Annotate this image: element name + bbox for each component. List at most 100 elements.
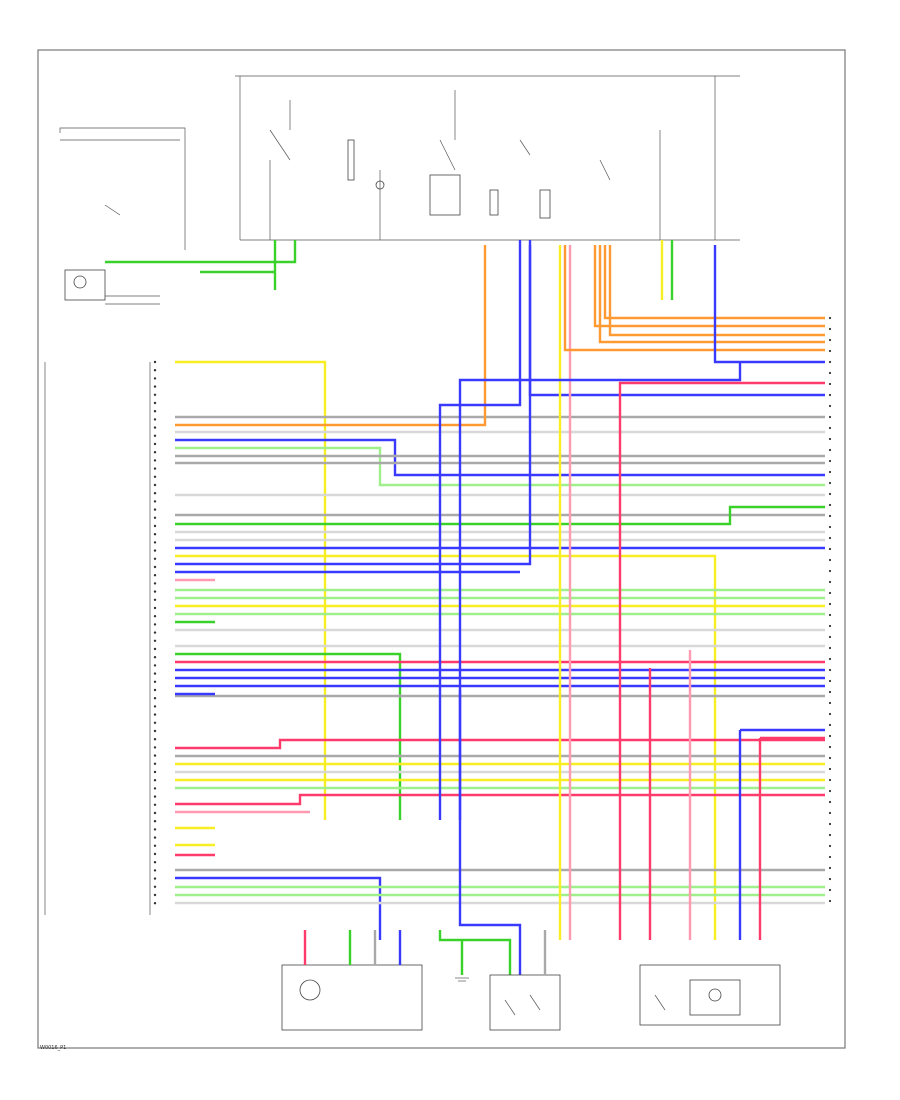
connector-pin-icon bbox=[153, 369, 157, 372]
connector-pin-icon bbox=[153, 844, 157, 847]
switch-icon bbox=[599, 159, 611, 181]
connector-pin-icon bbox=[828, 833, 832, 837]
connector-pin-icon bbox=[153, 426, 157, 429]
wire-orange bbox=[175, 245, 487, 427]
connector-pin-icon bbox=[828, 404, 832, 408]
connector-pin-icon bbox=[153, 836, 157, 839]
connector-pin-icon bbox=[153, 631, 157, 634]
connector-pin-icon bbox=[153, 664, 157, 667]
gauge-icon bbox=[299, 979, 321, 1001]
relay-coil-icon bbox=[539, 189, 551, 219]
connector-pin-icon bbox=[828, 844, 832, 848]
switch-icon bbox=[439, 139, 456, 171]
connector-pin-icon bbox=[828, 602, 832, 606]
connector-pin-icon bbox=[828, 514, 832, 518]
connector-pin-icon bbox=[153, 803, 157, 806]
bottom-switch-module bbox=[489, 930, 561, 1031]
connector-pin-icon bbox=[828, 811, 832, 815]
connector-pin-icon bbox=[153, 787, 157, 790]
switch-icon bbox=[529, 994, 541, 1011]
connector-pin-icon bbox=[153, 877, 157, 880]
connector-pin-icon bbox=[153, 467, 157, 470]
connector-pin-icon bbox=[153, 475, 157, 478]
connector-pin-icon bbox=[828, 371, 832, 375]
connector-pin-icon bbox=[828, 327, 832, 331]
connector-pin-icon bbox=[828, 525, 832, 529]
connector-pin-icon bbox=[153, 828, 157, 831]
diode-icon bbox=[375, 180, 385, 190]
connector-pin-icon bbox=[153, 688, 157, 692]
wire-green-top bbox=[105, 240, 297, 264]
connector-pin-icon bbox=[153, 729, 157, 733]
connector-pin-icon bbox=[153, 606, 157, 610]
connector-pin-icon bbox=[828, 459, 832, 463]
connector-pin-icon bbox=[828, 481, 832, 485]
connector-pin-icon bbox=[153, 508, 157, 511]
connector-pin-icon bbox=[828, 580, 832, 584]
connector-pin-icon bbox=[153, 385, 157, 388]
sensor-icon bbox=[708, 988, 722, 1002]
ground-icon bbox=[455, 977, 469, 982]
relay-coil-icon bbox=[347, 139, 355, 181]
connector-pin-icon bbox=[153, 779, 157, 782]
connector-pin-icon bbox=[828, 503, 832, 507]
connector-pin-icon bbox=[828, 734, 832, 738]
connector-pin-icon bbox=[153, 885, 157, 888]
connector-pin-icon bbox=[153, 582, 157, 585]
upper-left-sensor bbox=[59, 127, 186, 301]
connector-pin-icon bbox=[153, 738, 157, 741]
connector-pin-icon bbox=[828, 338, 832, 342]
connector-pin-icon bbox=[153, 852, 157, 856]
connector-pin-icon bbox=[828, 855, 832, 859]
connector-pin-icon bbox=[153, 565, 157, 569]
connector-pin-icon bbox=[153, 754, 157, 757]
connector-pin-icon bbox=[828, 778, 832, 782]
connector-pin-icon bbox=[828, 393, 832, 397]
connector-pin-icon bbox=[153, 893, 157, 897]
ecm-pins bbox=[153, 360, 157, 905]
sensor-icon bbox=[73, 275, 87, 289]
connector-pin-icon bbox=[153, 492, 157, 495]
connector-pin-icon bbox=[153, 623, 157, 626]
connector-pin-icon bbox=[153, 401, 157, 405]
relay-coil-icon bbox=[489, 189, 499, 216]
connector-pin-icon bbox=[153, 533, 157, 536]
switch-icon bbox=[654, 994, 666, 1011]
connector-pin-icon bbox=[153, 647, 157, 651]
switch-icon bbox=[269, 129, 291, 161]
connector-pin-icon bbox=[828, 712, 832, 716]
connector-pin-icon bbox=[153, 541, 157, 544]
connector-pin-icon bbox=[828, 360, 832, 364]
connector-pin-icon bbox=[828, 569, 832, 573]
connector-pin-icon bbox=[153, 549, 157, 552]
connector-pin-icon bbox=[828, 426, 832, 430]
connector-pin-icon bbox=[153, 434, 157, 437]
connector-pin-icon bbox=[153, 459, 157, 462]
connector-pin-icon bbox=[828, 888, 832, 892]
connector-pin-icon bbox=[153, 697, 157, 700]
connector-pin-icon bbox=[153, 705, 157, 708]
switch-icon bbox=[104, 204, 121, 216]
connector-pin-icon bbox=[828, 492, 832, 496]
connector-pin-icon bbox=[153, 442, 157, 446]
connector-pin-icon bbox=[153, 574, 157, 577]
connector-pin-icon bbox=[828, 690, 832, 694]
ecm-wires bbox=[175, 245, 825, 940]
connector-pin-icon bbox=[828, 591, 832, 595]
connector-pin-icon bbox=[153, 795, 157, 798]
connector-pin-icon bbox=[828, 558, 832, 562]
connector-pin-icon bbox=[153, 811, 157, 815]
connector-pin-icon bbox=[153, 721, 157, 724]
wire-yellow bbox=[175, 360, 327, 820]
connector-pin-icon bbox=[153, 418, 157, 421]
connector-pin-icon bbox=[828, 800, 832, 804]
connector-pin-icon bbox=[828, 756, 832, 760]
connector-pin-icon bbox=[153, 451, 157, 454]
connector-pin-icon bbox=[153, 393, 157, 396]
connector-pin-icon bbox=[828, 877, 832, 881]
connector-pin-icon bbox=[828, 822, 832, 826]
relay-block bbox=[269, 90, 661, 240]
right-connector-pins bbox=[828, 316, 832, 903]
connector-pin-icon bbox=[828, 657, 832, 661]
